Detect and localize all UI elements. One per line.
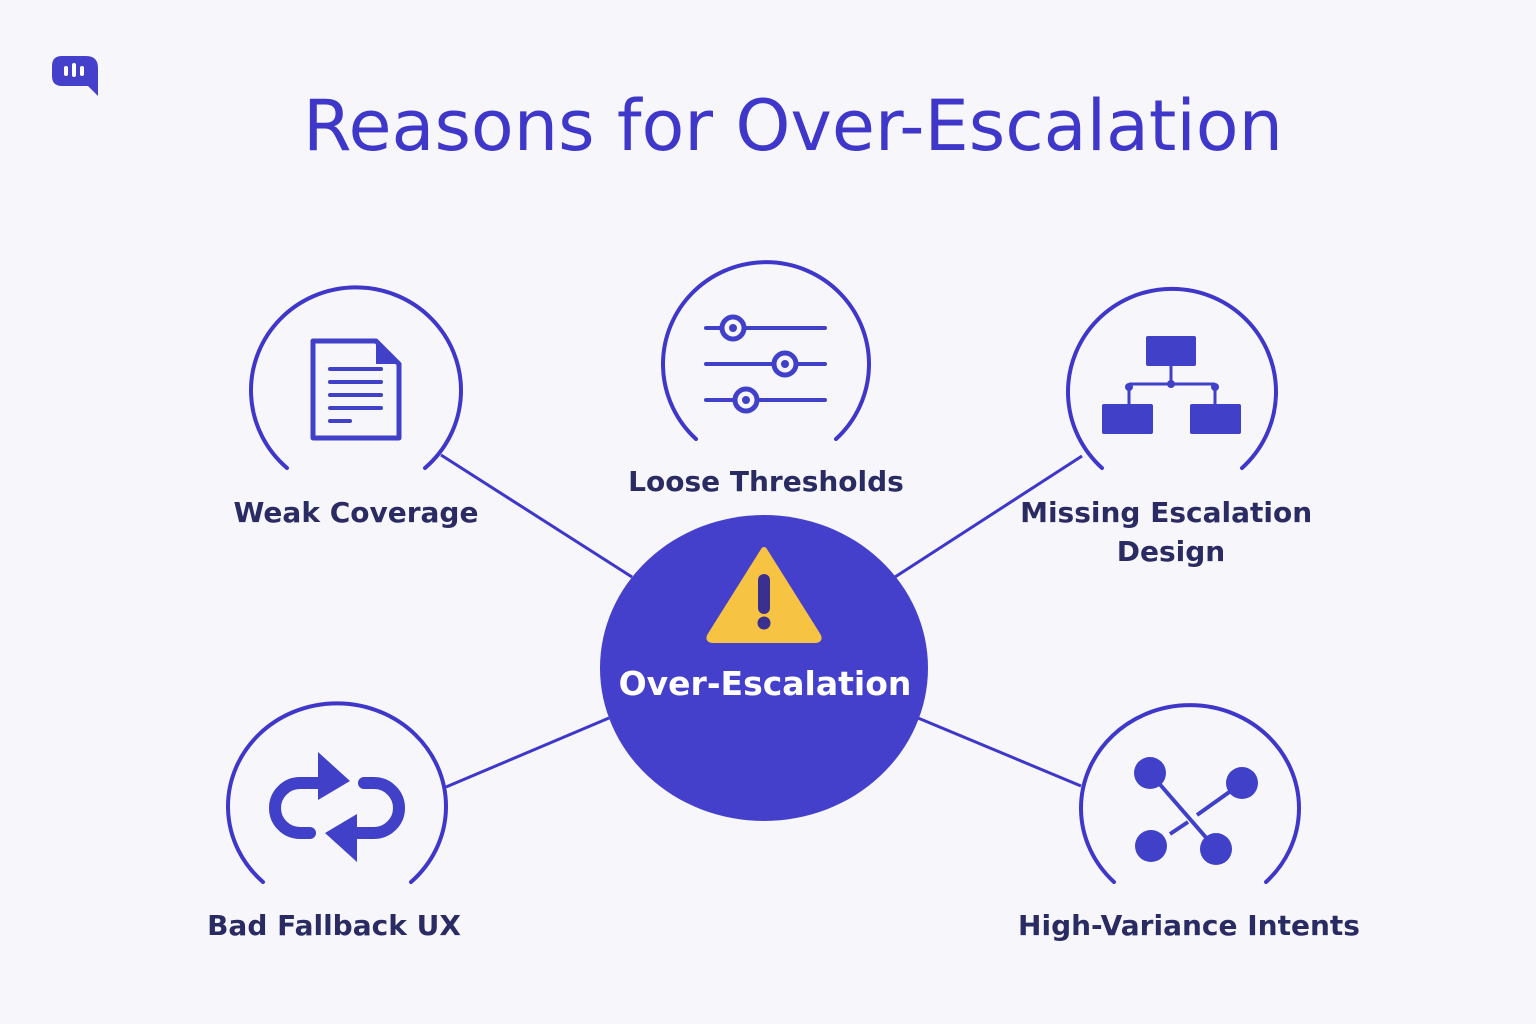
connector-lines [440, 453, 1083, 789]
node-label: Loose Thresholds [628, 465, 904, 498]
hierarchy-icon [1102, 336, 1241, 434]
node-label: Bad Fallback UX [207, 909, 461, 942]
node-label: High-Variance Intents [1018, 909, 1360, 942]
node-high-variance-intents: High-Variance Intents [1018, 703, 1360, 942]
node-label-line: Weak Coverage [234, 496, 479, 529]
connector-missing-escalation [894, 454, 1083, 579]
connector-weak-coverage [440, 453, 633, 579]
node-missing-escalation-design: Missing Escalation Design [1020, 286, 1322, 568]
center-node: Over-Escalation [600, 515, 928, 821]
connector-bad-fallback [445, 716, 610, 789]
node-label: Weak Coverage [234, 496, 479, 529]
node-weak-coverage: Weak Coverage [234, 285, 479, 529]
node-label-line: Design [1117, 535, 1225, 568]
node-ring [661, 260, 871, 441]
node-label-line: Loose Thresholds [628, 465, 904, 498]
center-label: Over-Escalation [619, 664, 912, 703]
loop-arrows-icon [269, 752, 405, 862]
node-ring [226, 701, 448, 884]
page-title: Reasons for Over-Escalation [303, 85, 1283, 167]
chat-bubble-logo-icon [52, 56, 98, 96]
node-label-line: Missing Escalation [1020, 496, 1312, 529]
scatter-nodes-icon [1134, 757, 1258, 865]
node-ring [1079, 703, 1301, 884]
node-label-line: Bad Fallback UX [207, 909, 461, 942]
node-ring [1066, 286, 1278, 470]
connector-high-variance [917, 716, 1082, 788]
node-loose-thresholds: Loose Thresholds [628, 260, 904, 498]
sliders-icon [704, 314, 827, 414]
node-ring [249, 285, 463, 470]
node-label: Missing Escalation Design [1020, 496, 1322, 568]
node-bad-fallback-ux: Bad Fallback UX [207, 701, 461, 942]
document-icon [310, 338, 402, 441]
node-label-line: High-Variance Intents [1018, 909, 1360, 942]
warning-icon [706, 547, 822, 643]
